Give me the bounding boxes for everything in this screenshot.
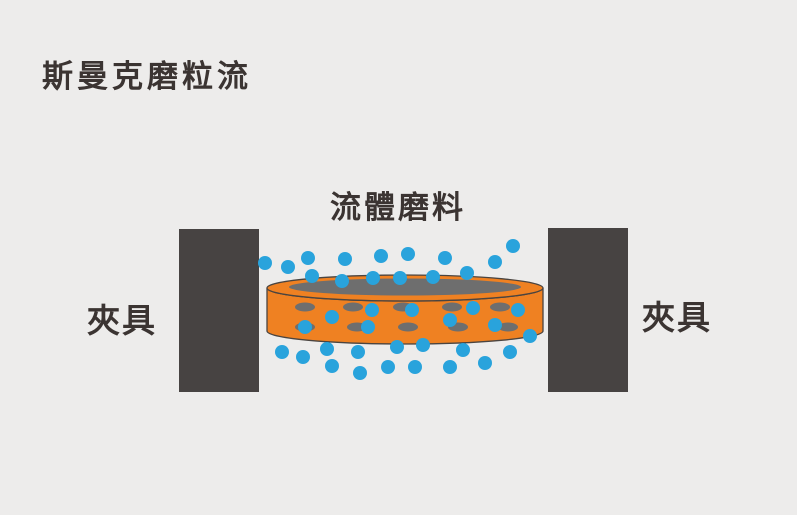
abrasive-particle	[503, 345, 517, 359]
abrasive-particle	[511, 303, 525, 317]
abrasive-particle	[366, 271, 380, 285]
abrasive-particle	[523, 329, 537, 343]
abrasive-particle	[390, 340, 404, 354]
abrasive-particle	[416, 338, 430, 352]
abrasive-particle	[466, 301, 480, 315]
abrasive-particle	[361, 320, 375, 334]
abrasive-particle	[281, 260, 295, 274]
abrasive-particle	[405, 303, 419, 317]
abrasive-particle	[365, 303, 379, 317]
abrasive-particle	[374, 249, 388, 263]
page-title: 斯曼克磨粒流	[42, 59, 252, 94]
workpiece-hole	[490, 302, 510, 312]
workpiece-hole	[498, 322, 518, 332]
abrasive-particle	[426, 270, 440, 284]
abrasive-particle	[478, 356, 492, 370]
fixture-left-block	[179, 229, 259, 392]
label-fluid-abrasive: 流體磨料	[330, 190, 466, 225]
abrasive-particle	[325, 310, 339, 324]
workpiece-hole	[398, 322, 418, 332]
abrasive-particle	[325, 359, 339, 373]
abrasive-particles	[258, 239, 537, 380]
abrasive-particle	[488, 255, 502, 269]
abrasive-particle	[338, 252, 352, 266]
label-fixture-left: 夾具	[87, 302, 157, 339]
abrasive-particle	[506, 239, 520, 253]
abrasive-particle	[401, 247, 415, 261]
abrasive-particle	[488, 318, 502, 332]
abrasive-particle	[298, 320, 312, 334]
abrasive-particle	[438, 251, 452, 265]
abrasive-particle	[296, 350, 310, 364]
abrasive-particle	[460, 266, 474, 280]
abrasive-particle	[305, 269, 319, 283]
abrasive-particle	[443, 360, 457, 374]
abrasive-particle	[301, 251, 315, 265]
workpiece-hole	[295, 302, 315, 312]
abrasive-particle	[351, 345, 365, 359]
abrasive-particle	[443, 313, 457, 327]
workpiece-hole	[442, 302, 462, 312]
abrasive-particle	[393, 271, 407, 285]
abrasive-particle	[456, 343, 470, 357]
abrasive-particle	[258, 256, 272, 270]
workpiece-hole	[343, 302, 363, 312]
label-fixture-right: 夾具	[642, 299, 712, 336]
fixture-right-block	[548, 228, 628, 392]
abrasive-particle	[335, 274, 349, 288]
abrasive-particle	[353, 366, 367, 380]
abrasive-particle	[275, 345, 289, 359]
abrasive-particle	[408, 360, 422, 374]
abrasive-particle	[381, 360, 395, 374]
abrasive-particle	[320, 342, 334, 356]
